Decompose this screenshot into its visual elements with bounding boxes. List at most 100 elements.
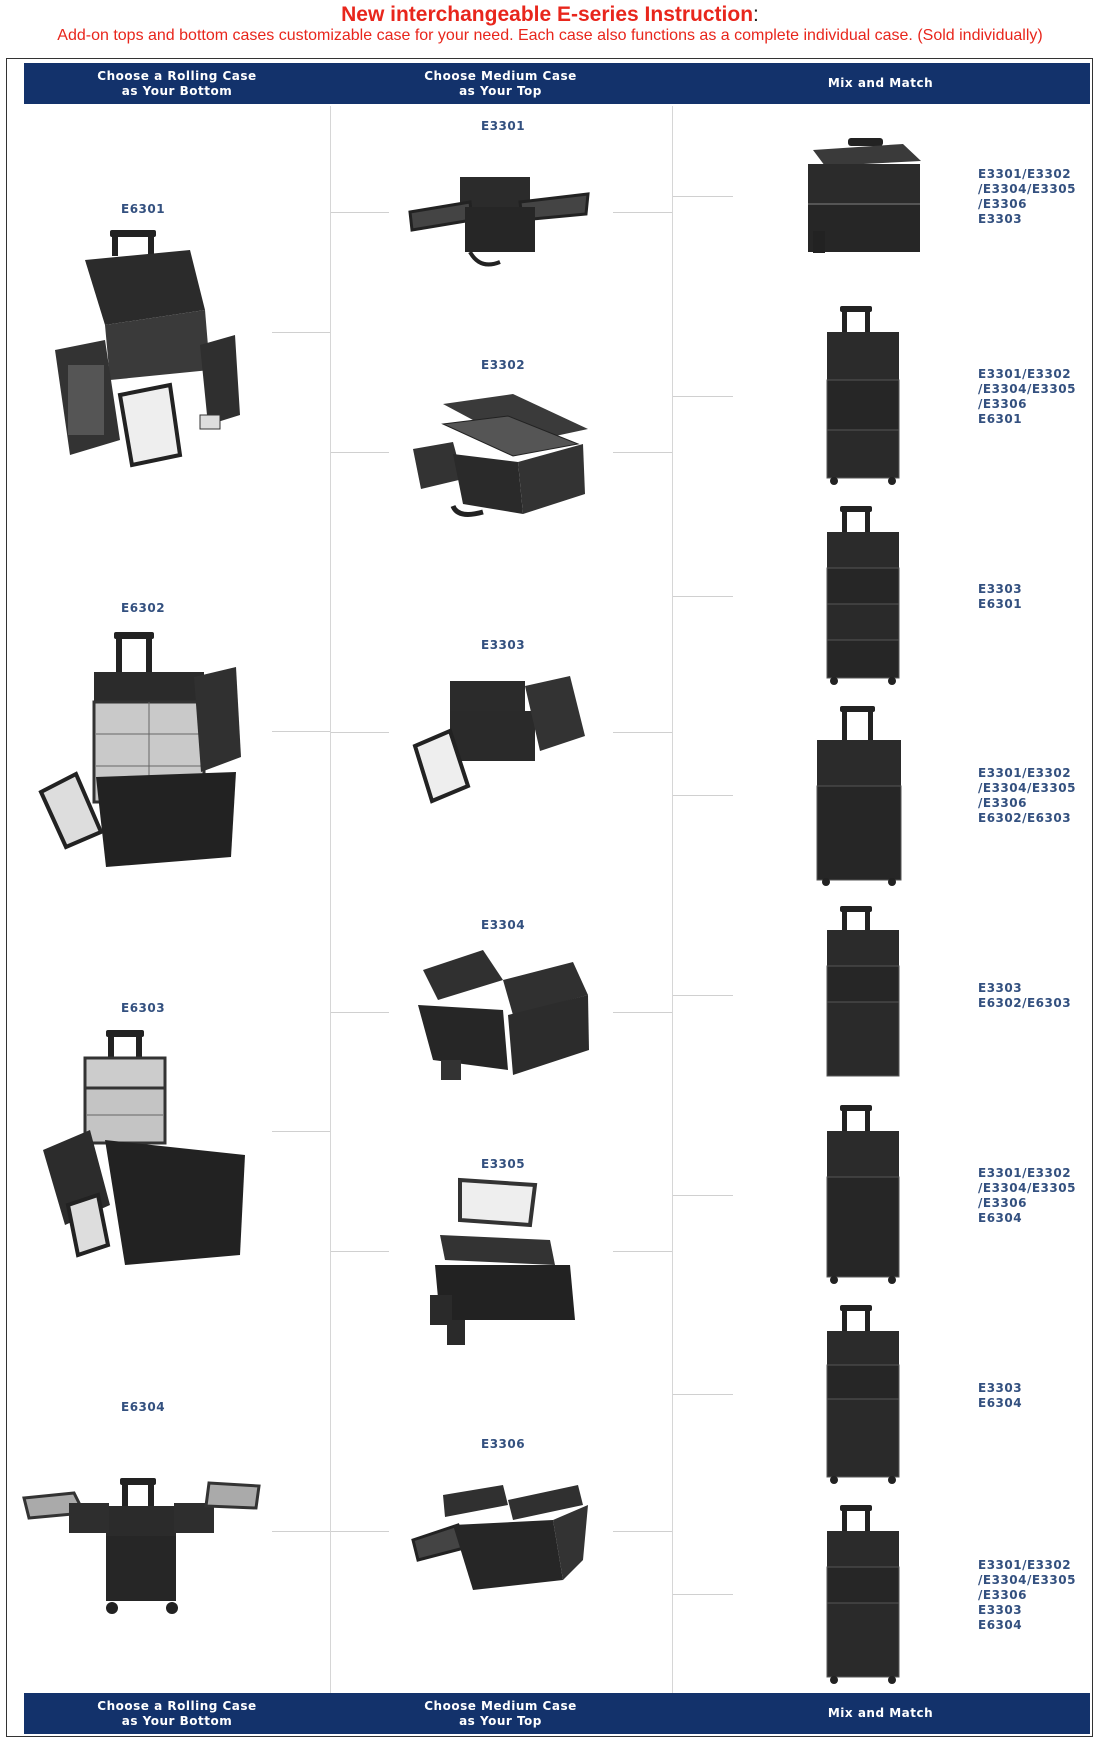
bottom-case-code: E6304 xyxy=(121,1400,166,1414)
combo-line: /E3304/E3305 xyxy=(978,382,1076,396)
assembled-case-tall-image xyxy=(826,506,900,685)
connector-line xyxy=(331,1012,389,1013)
header-line: Mix and Match xyxy=(827,1706,934,1720)
connector-line xyxy=(673,995,733,996)
connector-line xyxy=(272,731,330,732)
combo-list: E3301/E3302 /E3304/E3305 /E3306 E3303 xyxy=(978,167,1076,227)
page-title: New interchangeable E-series Instruction… xyxy=(0,3,1100,27)
connector-line xyxy=(272,1131,330,1132)
combo-line: /E3304/E3305 xyxy=(978,182,1076,196)
rolling-case-two-drawers-image xyxy=(43,1030,245,1265)
combo-list: E3303 E6302/E6303 xyxy=(978,981,1071,1011)
combo-line: E3303 xyxy=(978,1603,1023,1617)
assembled-case-tall-image xyxy=(826,1305,900,1484)
combo-list: E3301/E3302 /E3304/E3305 /E3306 E6304 xyxy=(978,1166,1076,1226)
combo-line: E6302/E6303 xyxy=(978,996,1072,1010)
connector-line xyxy=(331,1251,389,1252)
column-divider xyxy=(672,106,673,1693)
connector-line xyxy=(673,196,733,197)
combo-line: E3301/E3302 xyxy=(978,766,1072,780)
combo-line: E6301 xyxy=(978,412,1023,426)
assembled-case-tall-image xyxy=(826,1105,900,1284)
connector-line xyxy=(673,1594,733,1595)
header-line: Choose Medium Case xyxy=(424,1698,577,1713)
combo-line: E6304 xyxy=(978,1211,1023,1225)
connector-line xyxy=(613,1531,672,1532)
connector-line xyxy=(272,1531,330,1532)
assembled-case-tall-image xyxy=(816,706,902,886)
bottom-case-code: E6301 xyxy=(121,202,166,216)
combo-line: E3301/E3302 xyxy=(978,367,1072,381)
top-case-code: E3302 xyxy=(481,358,526,372)
connector-line xyxy=(613,1012,672,1013)
combo-list: E3301/E3302 /E3304/E3305 /E3306 E6301 xyxy=(978,367,1076,427)
connector-line xyxy=(673,795,733,796)
assembled-case-tall-image xyxy=(826,906,900,1077)
top-case-code: E3303 xyxy=(481,638,526,652)
combo-line: /E3304/E3305 xyxy=(978,1573,1076,1587)
top-case-mirror-lid-image xyxy=(430,1177,575,1345)
top-case-lid-mirror-image xyxy=(412,676,585,804)
combo-line: E6302/E6303 xyxy=(978,811,1072,825)
header-line: Mix and Match xyxy=(827,76,934,90)
assembled-case-tall-image xyxy=(826,1505,900,1684)
combo-line: E3303 xyxy=(978,1381,1023,1395)
assembled-case-tall-image xyxy=(826,306,900,485)
connector-line xyxy=(673,1394,733,1395)
connector-line xyxy=(613,732,672,733)
combo-line: /E3306 xyxy=(978,1196,1027,1210)
title-text: New interchangeable E-series Instruction xyxy=(341,3,754,26)
top-case-trays-image xyxy=(408,177,590,267)
connector-line xyxy=(272,332,330,333)
combo-list: E3301/E3302 /E3304/E3305 /E3306 E6302/E6… xyxy=(978,766,1076,826)
column-divider xyxy=(330,106,331,1693)
combo-line: E6301 xyxy=(978,597,1023,611)
header-line: as Your Top xyxy=(459,1713,542,1728)
header-line: Choose a Rolling Case xyxy=(97,1698,257,1713)
combo-line: E6304 xyxy=(978,1396,1023,1410)
combo-list: E3301/E3302 /E3304/E3305 /E3306 E3303 E6… xyxy=(978,1558,1076,1633)
top-case-code: E3306 xyxy=(481,1437,526,1451)
header-line: Choose Medium Case xyxy=(424,68,577,83)
column-header-mix-match: Mix and Match xyxy=(671,63,1090,104)
connector-line xyxy=(331,732,389,733)
bottom-case-code: E6302 xyxy=(121,601,166,615)
connector-line xyxy=(673,396,733,397)
combo-line: E3303 xyxy=(978,582,1023,596)
combo-list: E3303 E6304 xyxy=(978,1381,1022,1411)
page-subtitle: Add-on tops and bottom cases customizabl… xyxy=(57,27,1043,44)
top-case-code: E3301 xyxy=(481,119,526,133)
instruction-frame xyxy=(6,58,1093,1737)
combo-line: E3303 xyxy=(978,212,1023,226)
combo-line: /E3304/E3305 xyxy=(978,781,1076,795)
rolling-case-trays-image xyxy=(22,1478,261,1614)
header-line: Choose a Rolling Case xyxy=(97,68,257,83)
top-case-drop-trays-image xyxy=(411,1485,588,1590)
connector-line xyxy=(613,1251,672,1252)
combo-line: /E3306 xyxy=(978,1588,1027,1602)
rolling-case-drawers-image xyxy=(38,632,241,867)
combo-list: E3303 E6301 xyxy=(978,582,1022,612)
top-case-code: E3304 xyxy=(481,918,526,932)
combo-line: E6304 xyxy=(978,1618,1023,1632)
connector-line xyxy=(613,452,672,453)
header-line: as Your Bottom xyxy=(121,1713,233,1728)
connector-line xyxy=(331,212,389,213)
combo-line: /E3306 xyxy=(978,397,1027,411)
combo-line: /E3306 xyxy=(978,197,1027,211)
header-line: as Your Bottom xyxy=(121,83,233,98)
combo-line: E3301/E3302 xyxy=(978,1166,1072,1180)
combo-line: E3303 xyxy=(978,981,1023,995)
connector-line xyxy=(331,452,389,453)
connector-line xyxy=(613,212,672,213)
combo-line: /E3304/E3305 xyxy=(978,1181,1076,1195)
top-case-compartments-image xyxy=(413,394,588,517)
top-case-extendable-trays-image xyxy=(418,950,589,1080)
connector-line xyxy=(673,1195,733,1196)
